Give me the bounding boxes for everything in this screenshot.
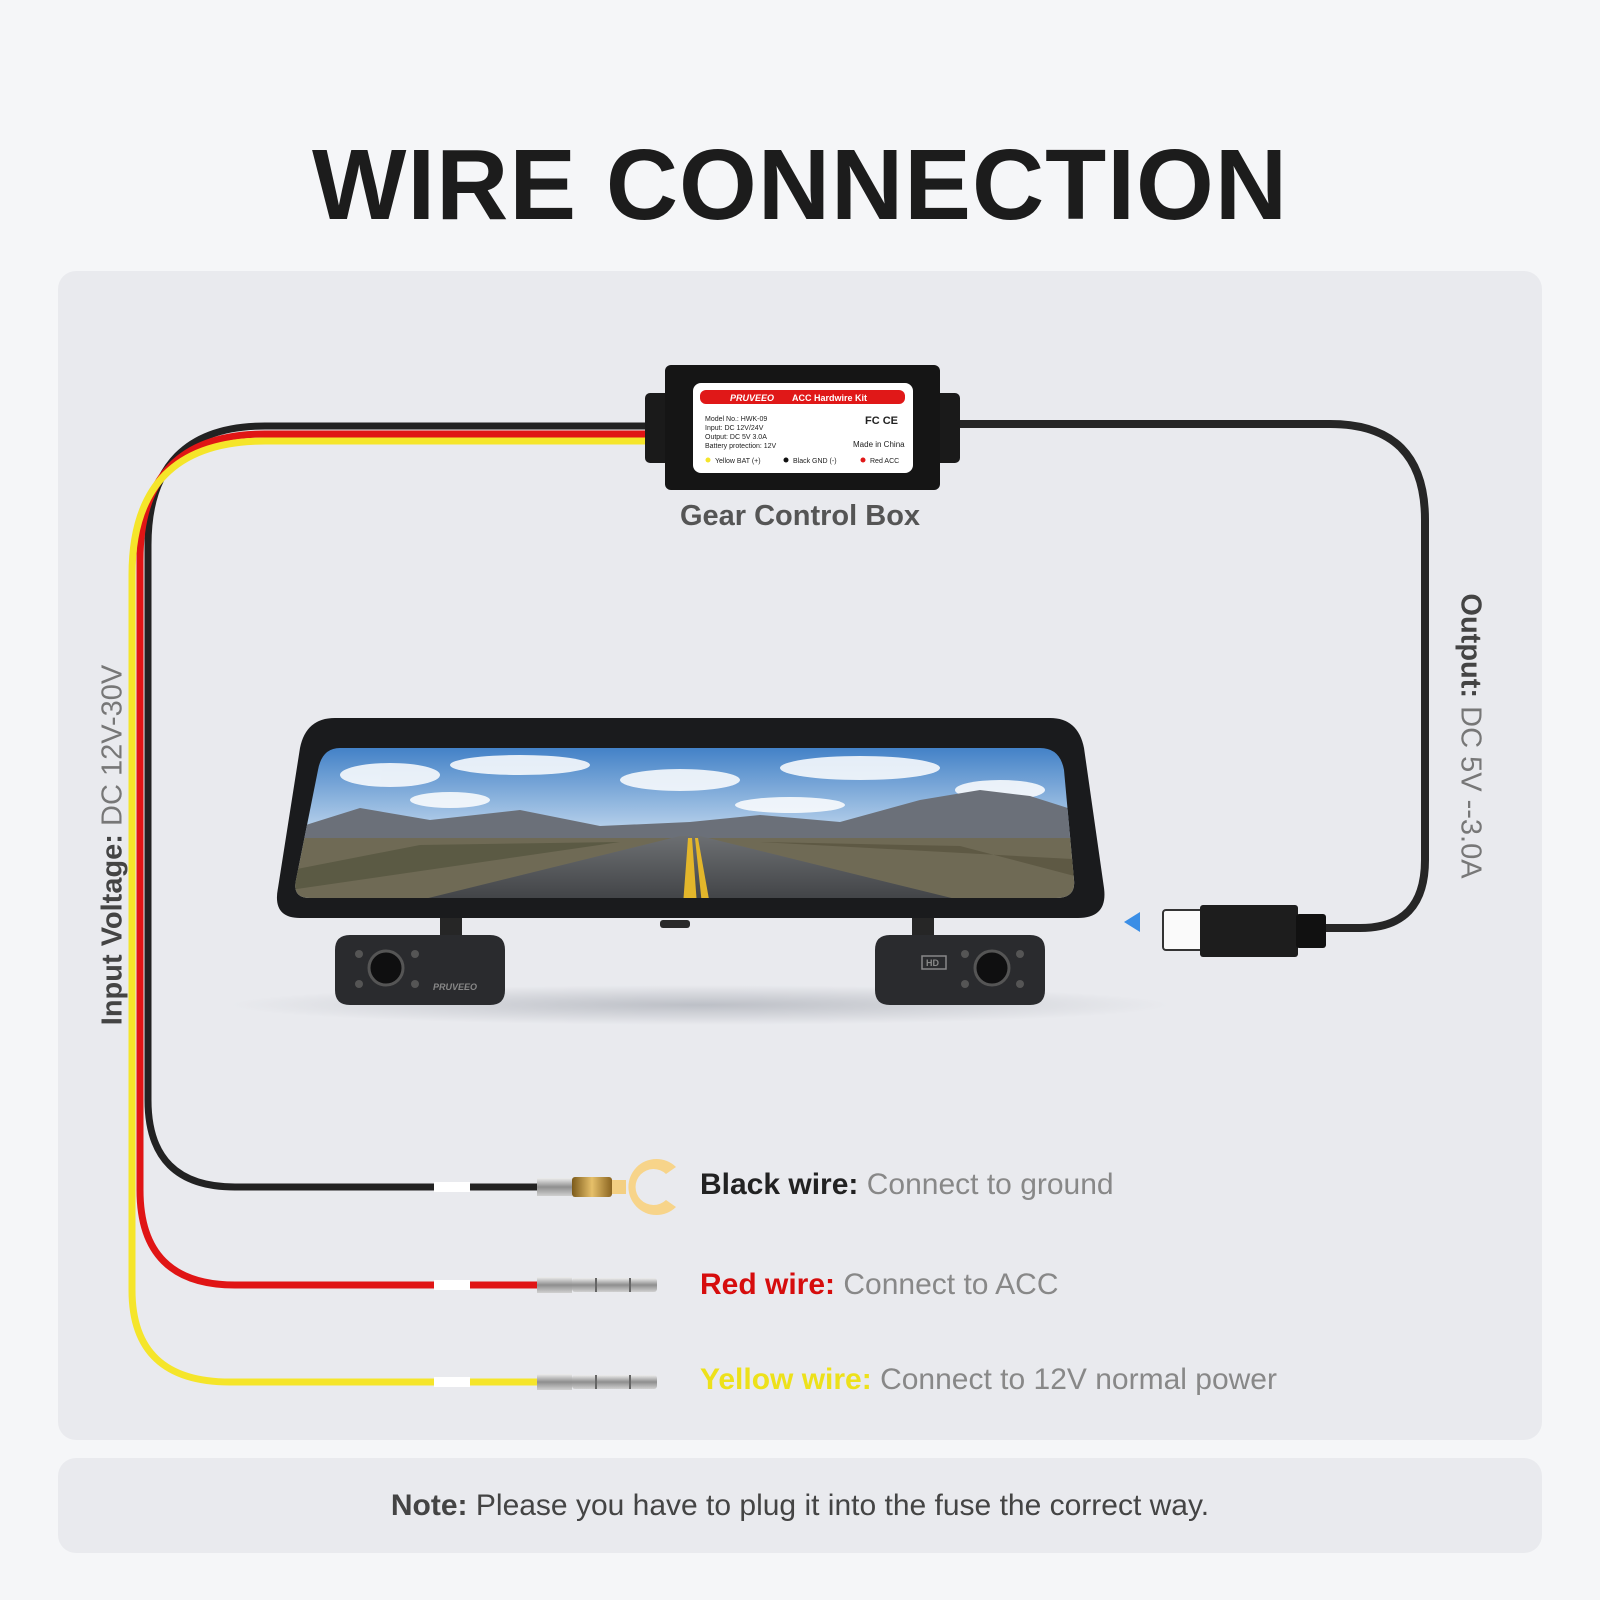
usb-c-connector xyxy=(1162,905,1326,957)
yellow-wire xyxy=(128,437,650,1386)
sticker-product: ACC Hardwire Kit xyxy=(792,393,867,403)
sticker-line-4: Battery protection: 12V xyxy=(705,443,777,450)
input-voltage-title: Input Voltage: xyxy=(96,834,129,1026)
yellow-wire-title: Yellow wire: xyxy=(700,1363,872,1396)
yellow-wire-desc: Connect to 12V normal power xyxy=(880,1363,1277,1396)
sticker-line-1: Model No.: HWK-09 xyxy=(705,416,767,423)
black-wire xyxy=(144,422,650,1191)
red-wire-title: Red wire: xyxy=(700,1268,836,1301)
sticker-legend-black: Black GND (-) xyxy=(793,458,837,465)
right-camera-hd-logo: HD xyxy=(926,958,939,968)
mirror-screen xyxy=(295,748,1075,898)
sticker-made-in: Made in China xyxy=(853,440,905,449)
input-voltage-value: DC 12V-30V xyxy=(96,664,129,826)
black-wire-desc: Connect to ground xyxy=(866,1168,1114,1201)
red-wire-label: Red wire: Connect to ACC xyxy=(700,1268,1059,1302)
ground-terminal xyxy=(537,1159,676,1216)
sticker-line-3: Output: DC 5V 3.0A xyxy=(705,434,767,441)
left-camera-lens xyxy=(367,949,405,987)
output-title: Output: xyxy=(1454,593,1487,699)
sticker-brand: PRUVEEO xyxy=(730,393,774,403)
gear-control-box-label: Gear Control Box xyxy=(679,500,921,532)
red-wire xyxy=(136,430,650,1289)
sticker-line-2: Input: DC 12V/24V xyxy=(705,425,764,432)
left-camera-logo: PRUVEEO xyxy=(433,982,477,992)
black-wire-label: Black wire: Connect to ground xyxy=(700,1168,1114,1202)
mirror-dash-cam: PRUVEEO HD xyxy=(276,718,1105,1005)
red-terminal xyxy=(537,1277,657,1293)
note-label: Note: xyxy=(390,1489,468,1522)
note-text: Please you have to plug it into the fuse… xyxy=(475,1489,1210,1522)
yellow-wire-label: Yellow wire: Connect to 12V normal power xyxy=(700,1363,1277,1397)
output-cable xyxy=(960,420,1429,932)
page-title: WIRE CONNECTION xyxy=(311,129,1289,241)
red-wire-desc: Connect to ACC xyxy=(843,1268,1059,1301)
right-camera-lens xyxy=(973,949,1011,987)
sticker-legend-red: Red ACC xyxy=(870,458,899,465)
black-wire-title: Black wire: xyxy=(700,1168,859,1201)
gear-control-box: PRUVEEO ACC Hardwire Kit Model No.: HWK-… xyxy=(645,365,960,490)
sticker-cert: FC CE xyxy=(865,415,898,427)
pointer-arrow-icon xyxy=(1124,912,1140,932)
note-box: Note: Please you have to plug it into th… xyxy=(58,1458,1542,1553)
yellow-terminal xyxy=(537,1374,657,1390)
sticker-legend-yellow: Yellow BAT (+) xyxy=(715,458,761,465)
output-value: DC 5V --3.0A xyxy=(1454,706,1487,879)
